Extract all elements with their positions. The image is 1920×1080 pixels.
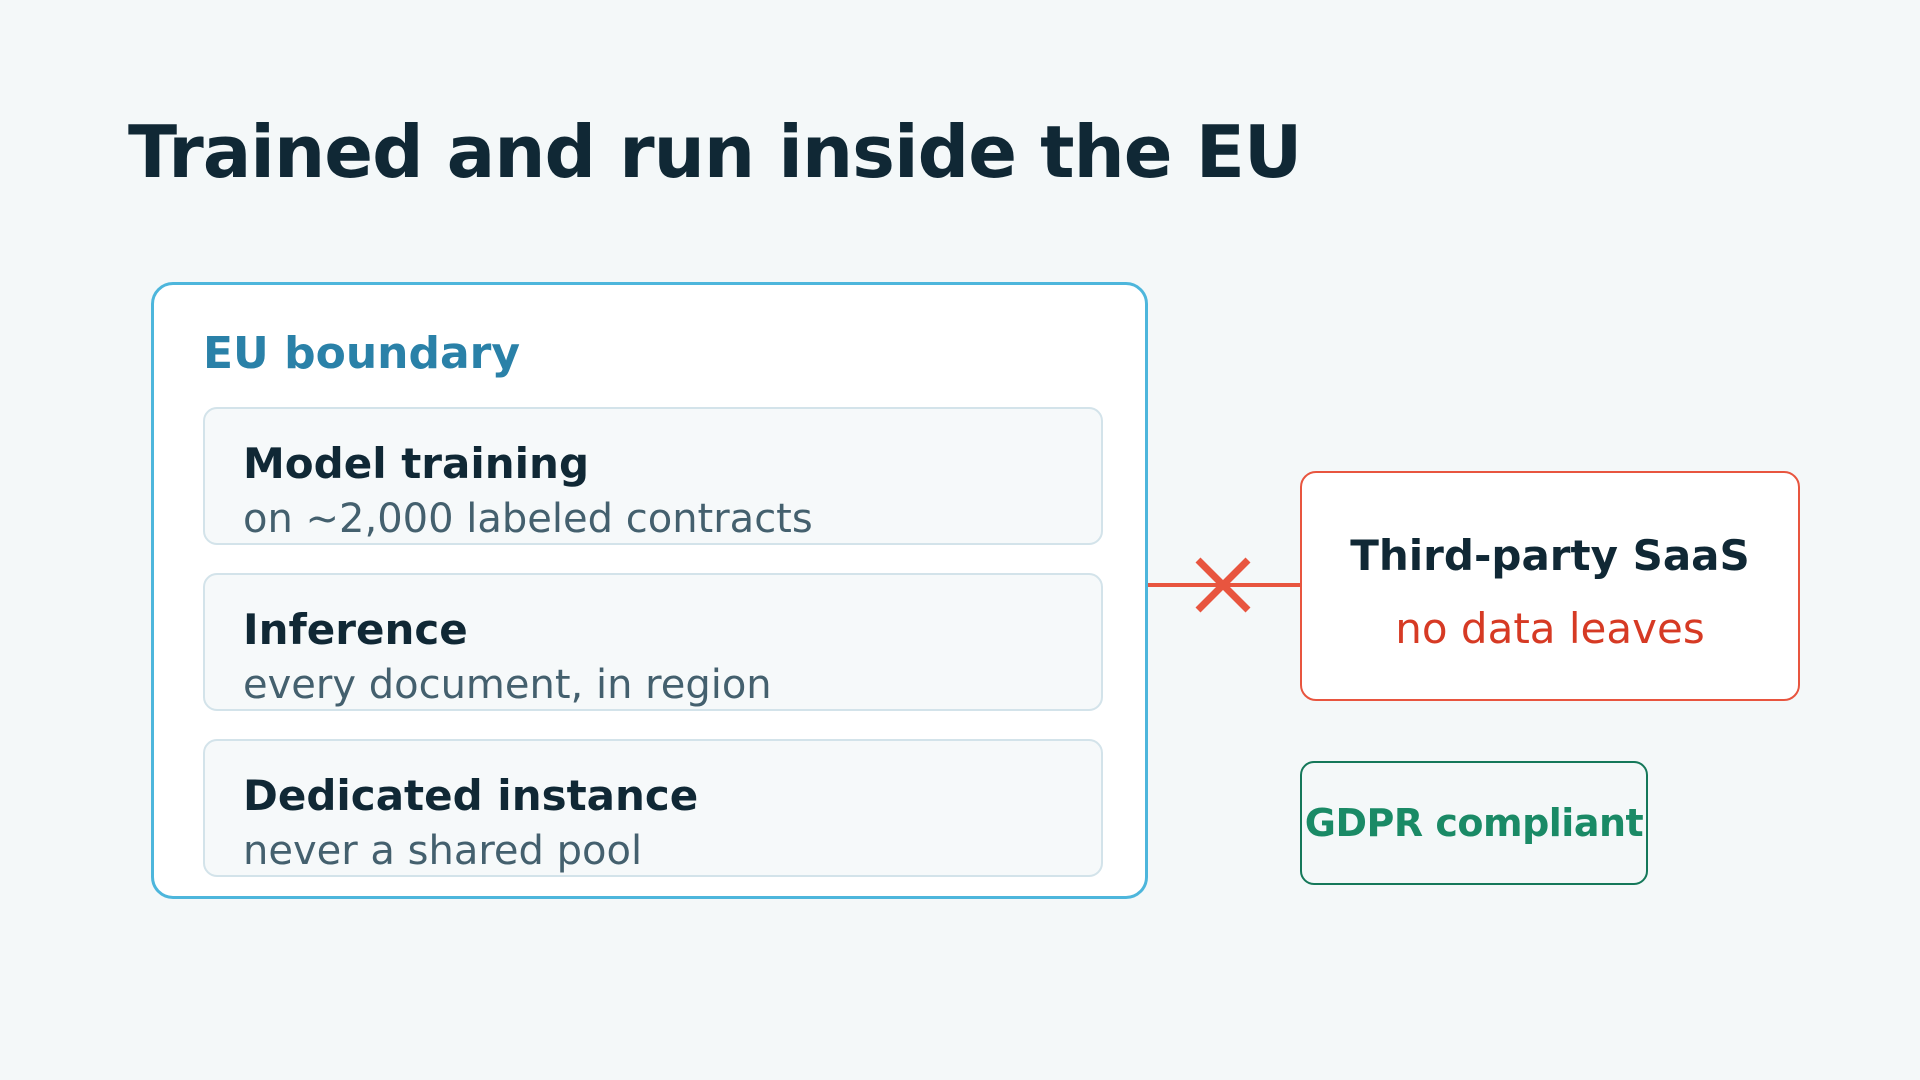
gdpr-badge-label: GDPR compliant [1304, 801, 1644, 845]
gdpr-badge: GDPR compliant [1300, 761, 1648, 885]
saas-note: no data leaves [1395, 604, 1705, 653]
saas-title: Third-party SaaS [1350, 531, 1750, 580]
eu-boundary-label: EU boundary [203, 328, 521, 379]
slide-title: Trained and run inside the EU [128, 110, 1302, 194]
step-card-inference: Inference every document, in region [203, 573, 1103, 711]
step-card-model-training: Model training on ~2,000 labeled contrac… [203, 407, 1103, 545]
blocked-x-icon [1195, 557, 1251, 613]
step-title: Dedicated instance [243, 771, 699, 820]
step-subtitle: every document, in region [243, 662, 772, 708]
eu-boundary-box: EU boundary Model training on ~2,000 lab… [151, 282, 1148, 899]
step-card-dedicated-instance: Dedicated instance never a shared pool [203, 739, 1103, 877]
third-party-saas-box: Third-party SaaS no data leaves [1300, 471, 1800, 701]
blocked-connector [1148, 557, 1300, 613]
step-title: Model training [243, 439, 590, 488]
step-title: Inference [243, 605, 468, 654]
step-subtitle: never a shared pool [243, 828, 643, 874]
step-subtitle: on ~2,000 labeled contracts [243, 496, 813, 542]
